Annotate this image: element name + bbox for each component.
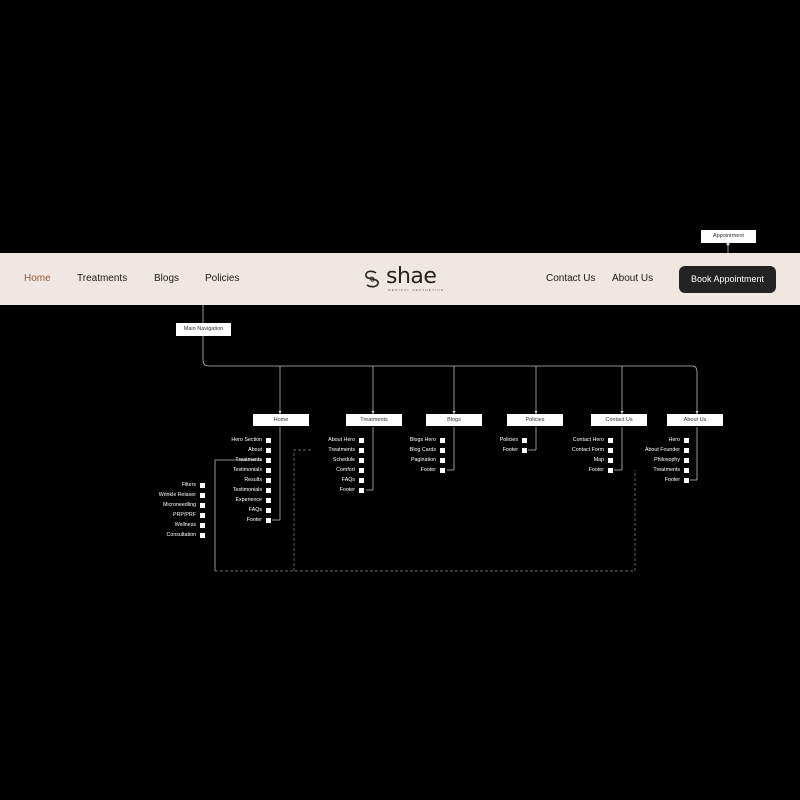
list-item: About Hero [328,435,364,445]
list-item: Filters [159,480,205,490]
list-item: Map [572,455,613,465]
list-item: Wellness [159,520,205,530]
nav-link-about-us[interactable]: About Us [612,273,654,284]
list-item: Experience [231,495,271,505]
list-item: Policies [500,435,527,445]
sitemap-policies-header: Policies [507,414,563,426]
list-item: Hero Section [231,435,271,445]
list-item: Blogs Hero [410,435,445,445]
brand-logo[interactable]: shae MEDICAL AESTHETICS [362,264,445,293]
list-item: Blog Cards [410,445,445,455]
list-item: Treatments [231,455,271,465]
sitemap-policies-list: Policies Footer [500,435,527,455]
list-item: About [231,445,271,455]
logo-mark-icon [365,270,379,288]
list-item: Contact Form [572,445,613,455]
main-navigation-annotation: Main Navigation [176,323,231,336]
list-item: Testimonials [231,485,271,495]
nav-link-contact-us[interactable]: Contact Us [546,273,596,284]
sitemap-contact-list: Contact Hero Contact Form Map Footer [572,435,613,475]
nav-link-treatments[interactable]: Treatments [77,273,128,284]
nav-link-blogs[interactable]: Blogs [154,273,180,284]
list-item: Footer [500,445,527,455]
sitemap-contact-header: Contact Us [591,414,647,426]
logo-tagline: MEDICAL AESTHETICS [388,288,445,292]
appointment-annotation: Appointment [701,230,756,243]
list-item: Contact Hero [572,435,613,445]
list-item: Footer [645,475,689,485]
nav-link-home[interactable]: Home [24,273,51,284]
list-item: FAQs [328,475,364,485]
sitemap-treatments-header: Treatments [346,414,402,426]
sitemap-home-header: Home [253,414,309,426]
nav-link-policies[interactable]: Policies [205,273,240,284]
list-item: Wrinkle Relaxer [159,490,205,500]
list-item: Testimonials [231,465,271,475]
list-item: Pagination [410,455,445,465]
sitemap-filters-list: Filters Wrinkle Relaxer Microneedling PR… [159,480,205,540]
list-item: Footer [572,465,613,475]
logo-wordmark: shae [386,264,437,289]
list-item: Philosophy [645,455,689,465]
list-item: Hero [645,435,689,445]
list-item: FAQs [231,505,271,515]
sitemap-about-list: Hero About Founder Philosophy Treatments… [645,435,689,485]
list-item: Footer [410,465,445,475]
list-item: PRP/PRF [159,510,205,520]
list-item: Comfort [328,465,364,475]
sitemap-treatments-list: About Hero Treatments Schedule Comfort F… [328,435,364,495]
sitemap-blogs-list: Blogs Hero Blog Cards Pagination Footer [410,435,445,475]
sitemap-home-list: Hero Section About Treatments Testimonia… [231,435,271,525]
list-item: Results [231,475,271,485]
list-item: Schedule [328,455,364,465]
list-item: Footer [231,515,271,525]
sitemap-about-header: About Us [667,414,723,426]
sitemap-blogs-header: Blogs [426,414,482,426]
book-appointment-button[interactable]: Book Appointment [679,266,776,293]
list-item: About Founder [645,445,689,455]
list-item: Treatments [645,465,689,475]
list-item: Treatments [328,445,364,455]
list-item: Consultation [159,530,205,540]
main-navbar: Home Treatments Blogs Policies shae MEDI… [0,253,800,305]
list-item: Microneedling [159,500,205,510]
list-item: Footer [328,485,364,495]
